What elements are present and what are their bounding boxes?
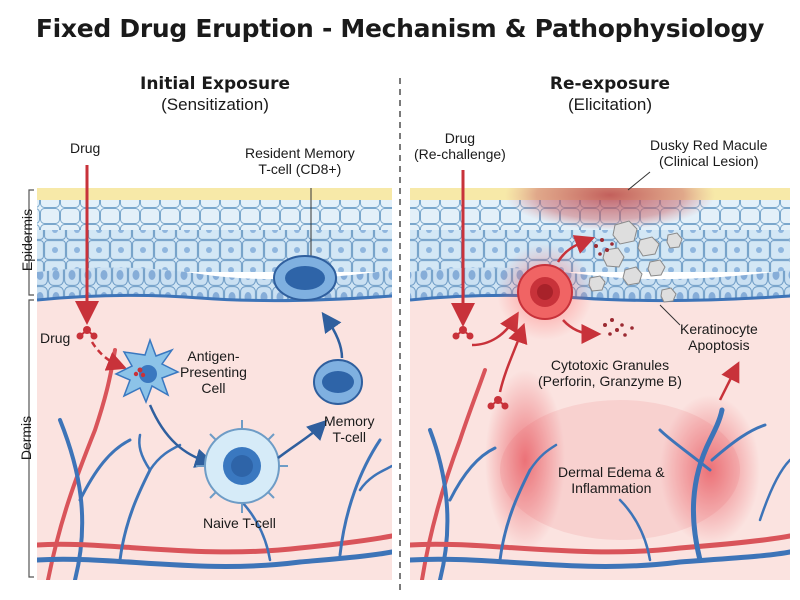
dusky-red-macule-label: Dusky Red Macule (Clinical Lesion): [650, 137, 768, 169]
drug-dermis-label: Drug: [40, 330, 71, 346]
dermal-edema-label: Dermal Edema & Inflammation: [558, 464, 665, 496]
tcell-to-keratinocyte-arrow: [556, 235, 595, 263]
right-phase-header: Re-exposure (Elicitation): [460, 74, 760, 115]
apc-to-naive-arrow: [148, 404, 216, 468]
drug-molecule-icon: [487, 396, 509, 410]
memory-t-cell-label: Memory T-cell: [324, 413, 375, 445]
left-skin: [37, 188, 392, 580]
drug-label: Drug: [70, 140, 101, 156]
page-title: Fixed Drug Eruption - Mechanism & Pathop…: [35, 14, 765, 43]
cytotoxic-granules-label: Cytotoxic Granules (Perforin, Granzyme B…: [538, 357, 682, 389]
inflammation-up-arrow: [718, 361, 740, 401]
keratinocyte-leader: [659, 304, 681, 326]
antigen-presenting-cell-icon: [114, 337, 180, 405]
resident-memory-label: Resident Memory T-cell (CD8+): [245, 145, 355, 177]
macule-leader: [627, 171, 651, 191]
naive-t-cell-label: Naive T-cell: [203, 515, 276, 531]
epidermis-label: Epidermis: [19, 208, 36, 272]
dermis-label: Dermis: [18, 415, 35, 461]
left-phase-subtitle: (Sensitization): [161, 95, 269, 114]
cytotoxic-granules-icon: [594, 238, 634, 337]
drug-molecule-icon: [76, 326, 98, 340]
layer-brackets: [28, 189, 34, 578]
right-phase-subtitle: (Elicitation): [567, 95, 653, 114]
drug-to-apc-arrow: [90, 341, 127, 371]
memory-t-cell-icon: [313, 359, 363, 405]
apc-label: Antigen- Presenting Cell: [180, 348, 247, 396]
drug-molecule-icon: [452, 326, 474, 340]
memory-to-resident-arrow: [321, 311, 344, 359]
naive-t-cell-icon: [196, 420, 288, 513]
activated-t-cell-icon: [497, 244, 593, 340]
rechallenge-drug-label: Drug (Re-challenge): [414, 130, 506, 162]
drug-up-arrow: [498, 322, 528, 393]
tcell-to-granules-arrow: [562, 319, 602, 344]
left-phase-title: Initial Exposure: [140, 74, 290, 94]
keratinocyte-apoptosis-label: Keratinocyte Apoptosis: [680, 321, 758, 353]
right-phase-title: Re-exposure: [549, 74, 671, 94]
left-phase-header: Initial Exposure (Sensitization): [65, 74, 365, 115]
naive-to-memory-arrow: [277, 419, 328, 459]
resident-memory-t-cell-icon: [273, 188, 337, 301]
